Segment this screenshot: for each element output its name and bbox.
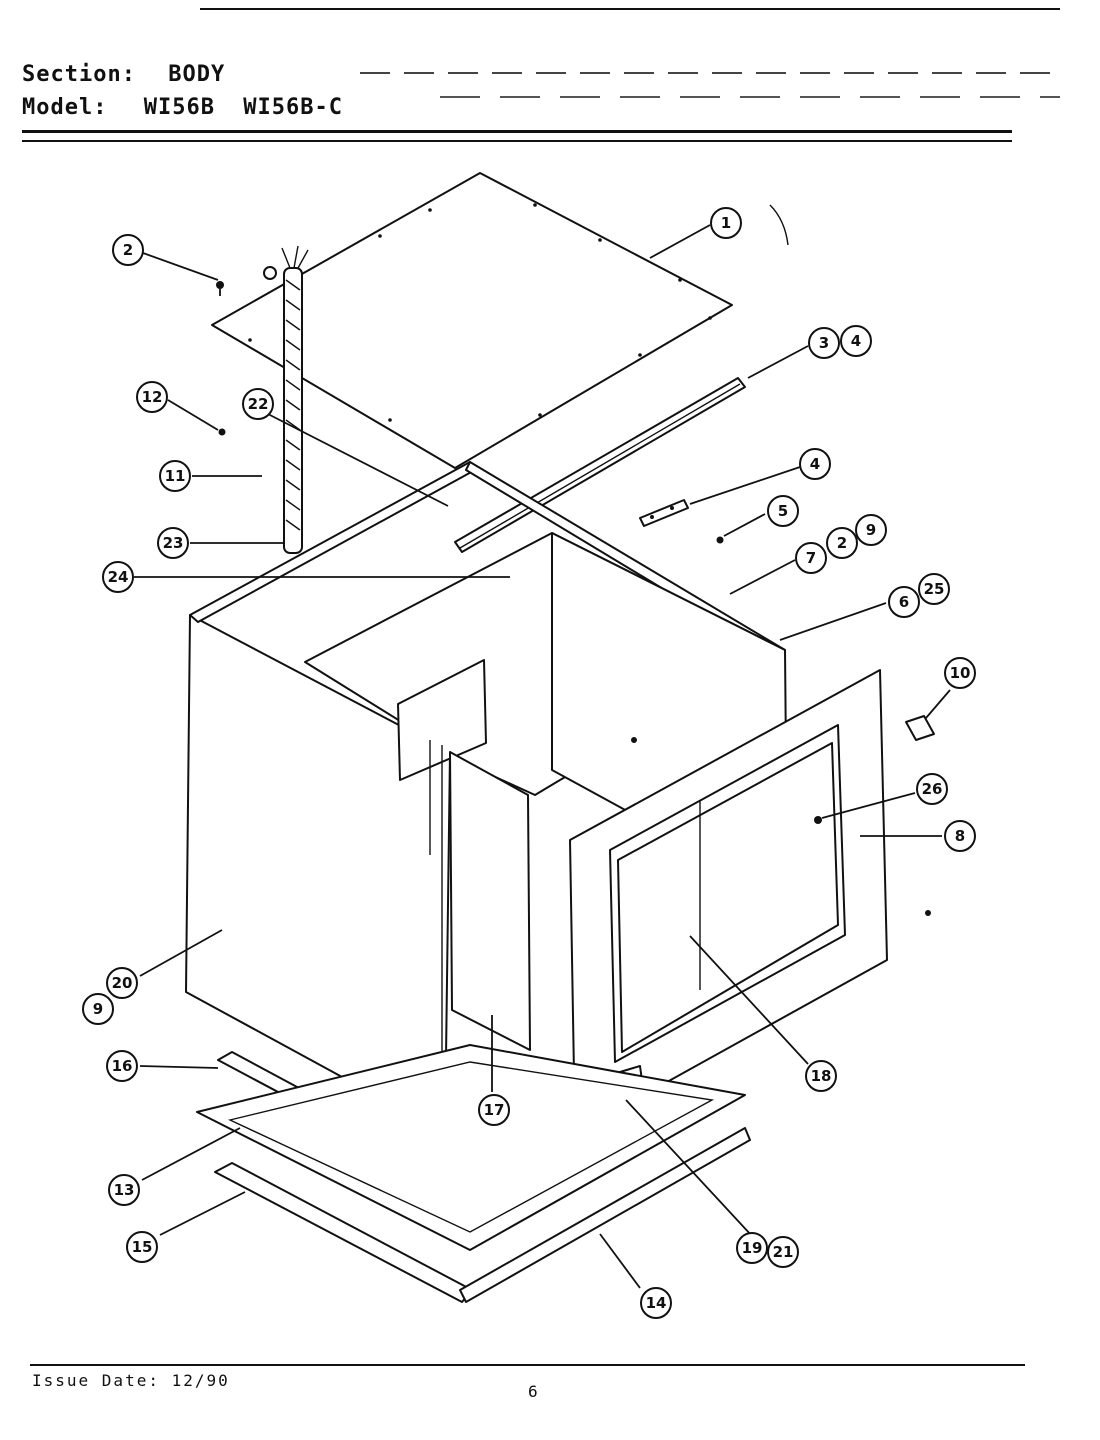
header-rule-top — [22, 130, 1012, 133]
callout-14: 14 — [640, 1287, 672, 1319]
callout-15-label: 15 — [132, 1238, 153, 1256]
top-screw — [216, 281, 224, 296]
callout-24: 24 — [102, 561, 134, 593]
callout-4b: 4 — [799, 448, 831, 480]
callout-2-label: 2 — [123, 241, 133, 259]
callout-2b-label: 2 — [837, 534, 847, 552]
header-rule-bottom — [22, 140, 1012, 142]
callout-22: 22 — [242, 388, 274, 420]
wiring-harness — [263, 245, 309, 554]
callout-16-label: 16 — [112, 1057, 133, 1075]
model-line: Model: WI56B WI56B-C — [22, 95, 343, 120]
callout-10-label: 10 — [950, 664, 971, 682]
bracket-part — [639, 499, 689, 527]
callout-20-label: 20 — [112, 974, 133, 992]
callout-5: 5 — [767, 495, 799, 527]
callout-20-9: 20 9 — [82, 967, 138, 1025]
callout-19-21: 19 21 — [736, 1232, 799, 1268]
top-border-rule — [200, 8, 1060, 10]
callout-1-label: 1 — [721, 214, 731, 232]
header-dash-rule-1 — [360, 72, 1060, 74]
callout-6-label: 6 — [899, 593, 909, 611]
callout-26: 26 — [916, 773, 948, 805]
callout-7-2-9: 7 2 9 — [795, 514, 887, 574]
callout-7-label: 7 — [806, 549, 816, 567]
callout-23: 23 — [157, 527, 189, 559]
callout-11-label: 11 — [165, 467, 186, 485]
callout-17: 17 — [478, 1094, 510, 1126]
model-value-2: WI56B-C — [243, 95, 343, 120]
callout-8-label: 8 — [955, 827, 965, 845]
callout-18-label: 18 — [811, 1067, 832, 1085]
callout-22-label: 22 — [248, 395, 269, 413]
callout-18: 18 — [805, 1060, 837, 1092]
base-pan-13 — [196, 1044, 746, 1251]
callout-26-label: 26 — [922, 780, 943, 798]
callout-12: 12 — [136, 381, 168, 413]
top-panel — [211, 172, 733, 469]
callout-3-label: 3 — [819, 334, 829, 352]
callout-2: 2 — [112, 234, 144, 266]
callout-8: 8 — [944, 820, 976, 852]
callout-6-25: 6 25 — [888, 573, 950, 618]
section-value: BODY — [168, 62, 226, 87]
issue-date: Issue Date: 12/90 — [32, 1371, 230, 1390]
callout-5-label: 5 — [778, 502, 788, 520]
callout-15: 15 — [126, 1231, 158, 1263]
bracket-screw — [716, 536, 724, 544]
callout-9-label: 9 — [866, 521, 876, 539]
callout-4b-label: 4 — [810, 455, 820, 473]
callout-25-label: 25 — [924, 580, 945, 598]
top-panel-arc — [769, 204, 789, 246]
callout-4-label: 4 — [851, 332, 861, 350]
callout-14-label: 14 — [646, 1294, 667, 1312]
callout-13-label: 13 — [114, 1181, 135, 1199]
callout-11: 11 — [159, 460, 191, 492]
gas-fitting — [905, 715, 935, 741]
footer-rule — [30, 1364, 1025, 1366]
section-label: Section: — [22, 62, 136, 87]
leader-lines — [134, 224, 951, 1289]
callout-1: 1 — [710, 207, 742, 239]
section-line: Section: BODY — [22, 62, 225, 87]
header-dash-rule-2 — [440, 96, 1060, 98]
callout-24-label: 24 — [108, 568, 129, 586]
harness-clip — [218, 428, 226, 436]
model-label: Model: — [22, 95, 108, 120]
callout-21-label: 21 — [773, 1243, 794, 1261]
top-rail — [454, 377, 746, 553]
callout-16: 16 — [106, 1050, 138, 1082]
callout-17-label: 17 — [484, 1101, 505, 1119]
callout-19-label: 19 — [742, 1239, 763, 1257]
callout-13: 13 — [108, 1174, 140, 1206]
callout-9b-label: 9 — [93, 1000, 103, 1018]
callout-23-label: 23 — [163, 534, 184, 552]
page-number: 6 — [528, 1382, 538, 1401]
cabinet-body — [185, 461, 931, 1134]
base-rail-14 — [459, 1127, 751, 1303]
callout-10: 10 — [944, 657, 976, 689]
model-value-1: WI56B — [143, 95, 215, 120]
callout-12-label: 12 — [142, 388, 163, 406]
callout-3-4: 3 4 — [808, 325, 872, 359]
